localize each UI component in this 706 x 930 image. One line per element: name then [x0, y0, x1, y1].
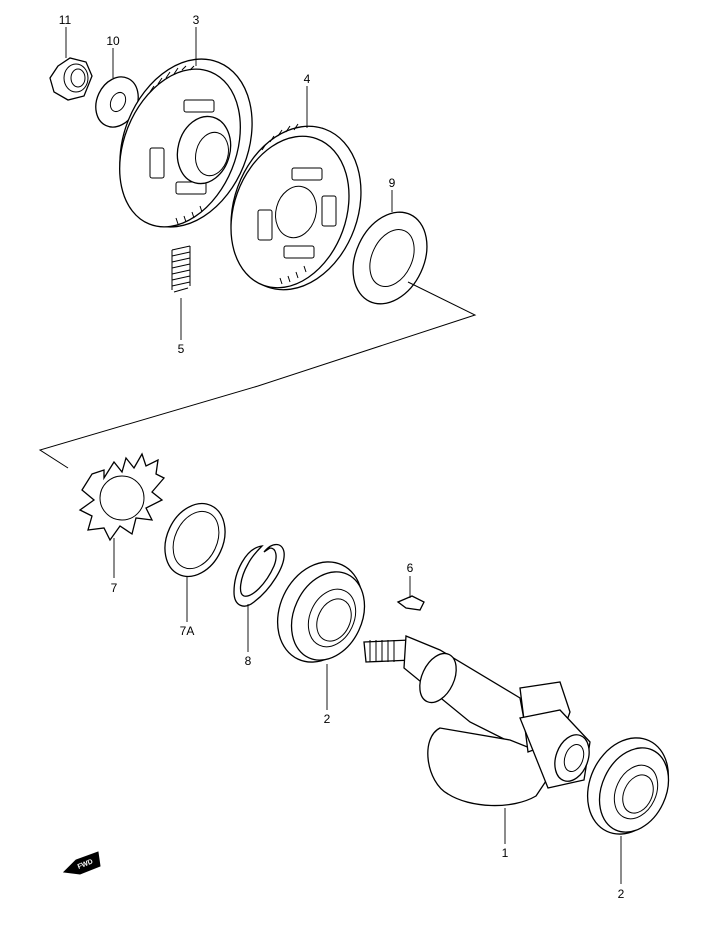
- part-key-6: [396, 595, 425, 611]
- label-6: 6: [407, 561, 414, 575]
- assembly-guide-line: [38, 281, 477, 469]
- part-washer-7a: [164, 502, 226, 578]
- leader-lines: [65, 27, 622, 884]
- part-washer-10: [95, 76, 139, 128]
- part-bearing-2-left: [276, 561, 366, 663]
- label-9: 9: [389, 176, 396, 190]
- label-7a: 7A: [180, 624, 195, 638]
- label-11: 11: [59, 13, 72, 27]
- part-bearing-2-right: [586, 737, 670, 835]
- part-labels: 11 10 3 4 9 5 7 7A 8 6 2 1 2: [59, 13, 625, 901]
- label-1: 1: [502, 846, 509, 860]
- label-5: 5: [178, 342, 185, 356]
- part-gear-3: [119, 58, 253, 228]
- label-2-right: 2: [618, 887, 625, 901]
- label-8: 8: [245, 654, 252, 668]
- part-gear-4: [230, 123, 362, 291]
- part-lock-washer-7: [78, 452, 166, 542]
- part-washer-9: [352, 211, 428, 305]
- label-2-left: 2: [324, 712, 331, 726]
- part-spring-5: [171, 245, 191, 293]
- part-nut-11: [49, 57, 93, 101]
- part-circlip-8: [233, 543, 285, 607]
- fwd-arrow-icon: FWD: [62, 851, 101, 875]
- part-shaft-1: [363, 635, 591, 807]
- label-4: 4: [304, 72, 311, 86]
- label-7: 7: [111, 581, 118, 595]
- label-3: 3: [193, 13, 200, 27]
- label-10: 10: [106, 34, 120, 48]
